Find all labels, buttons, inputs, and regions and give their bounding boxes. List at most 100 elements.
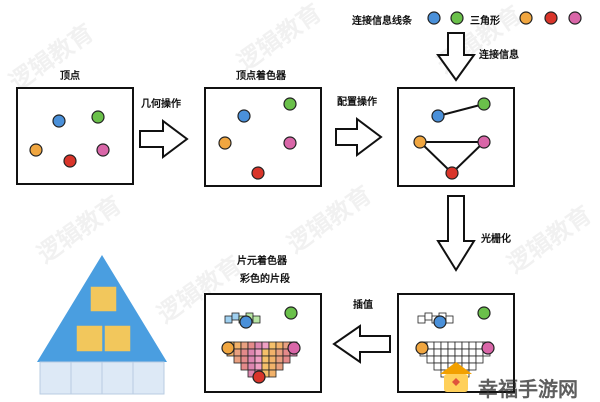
triangle-fragment bbox=[468, 362, 477, 371]
vertex-blue bbox=[431, 109, 445, 123]
vertex-red bbox=[445, 166, 459, 180]
triangle-fragment bbox=[268, 355, 277, 364]
vertex-green bbox=[477, 306, 491, 320]
triangle-fragment bbox=[261, 341, 270, 350]
arrow-left-icon bbox=[332, 324, 391, 364]
vertex-red bbox=[251, 166, 265, 180]
triangle-fragment bbox=[268, 369, 277, 378]
triangle-fragment bbox=[233, 355, 242, 364]
triangle-shape bbox=[417, 141, 487, 175]
triangle-fragment bbox=[461, 355, 470, 364]
triangle-fragment bbox=[247, 362, 256, 371]
pyramid-graphic bbox=[37, 255, 167, 395]
pyramid-block bbox=[103, 324, 132, 353]
line-fragment bbox=[231, 312, 240, 321]
config-op-label: 配置操作 bbox=[337, 97, 377, 108]
triangle-fragment bbox=[475, 355, 484, 364]
triangle-fragment bbox=[247, 348, 256, 357]
arrow-right-icon bbox=[139, 119, 189, 159]
triangle-fragment bbox=[254, 362, 263, 371]
connect-info-label: 连接信息 bbox=[479, 50, 519, 61]
triangle-fragment bbox=[261, 355, 270, 364]
legend-blue bbox=[427, 11, 441, 25]
triangle-fragment bbox=[254, 348, 263, 357]
triangle-fragment bbox=[454, 355, 463, 364]
triangle-fragment bbox=[433, 341, 442, 350]
vertex-pink bbox=[287, 341, 301, 355]
vertex-blue bbox=[52, 114, 66, 128]
triangle-fragment bbox=[240, 362, 249, 371]
line-fragment bbox=[224, 315, 233, 324]
legend-red bbox=[544, 11, 558, 25]
legend-green bbox=[450, 11, 464, 25]
triangle-fragment bbox=[254, 341, 263, 350]
triangle-fragment bbox=[461, 341, 470, 350]
triangle-fragment bbox=[240, 348, 249, 357]
connect-legend-label: 连接信息线条 bbox=[352, 16, 412, 27]
vertex-blue bbox=[433, 315, 447, 329]
arrow-down-icon bbox=[436, 195, 476, 272]
triangle-fragment bbox=[268, 362, 277, 371]
triangle-fragment bbox=[468, 341, 477, 350]
triangle-fragment bbox=[233, 348, 242, 357]
triangle-fragment bbox=[268, 348, 277, 357]
vertex-red bbox=[63, 154, 77, 168]
rasterize-label: 光栅化 bbox=[481, 234, 511, 245]
vertex-green bbox=[284, 306, 298, 320]
line-fragment bbox=[252, 315, 261, 324]
vertex-orange bbox=[415, 341, 429, 355]
vertex-orange bbox=[413, 135, 427, 149]
vertex-pink bbox=[283, 136, 297, 150]
triangle-fragment bbox=[268, 341, 277, 350]
triangle-fragment bbox=[282, 355, 291, 364]
vertex-red bbox=[252, 370, 266, 384]
triangle-fragment bbox=[261, 348, 270, 357]
vertex-green bbox=[283, 97, 297, 111]
vertex-blue bbox=[237, 109, 251, 123]
triangle-legend-label: 三角形 bbox=[470, 16, 500, 27]
colored-fragments-label: 彩色的片段 bbox=[240, 274, 290, 285]
triangle-fragment bbox=[275, 355, 284, 364]
triangle-fragment bbox=[433, 348, 442, 357]
triangle-fragment bbox=[447, 355, 456, 364]
triangle-fragment bbox=[426, 355, 435, 364]
geometry-op-label: 几何操作 bbox=[141, 99, 181, 110]
vertex-shader-title: 顶点着色器 bbox=[236, 71, 286, 82]
vertex-green bbox=[477, 97, 491, 111]
triangle-fragment bbox=[275, 362, 284, 371]
triangle-fragment bbox=[447, 341, 456, 350]
triangle-fragment bbox=[454, 348, 463, 357]
pyramid-block bbox=[89, 285, 118, 313]
connection-line bbox=[437, 103, 485, 117]
fragment-shader-title: 片元着色器 bbox=[237, 256, 287, 267]
triangle-fragment bbox=[468, 348, 477, 357]
line-fragment bbox=[424, 312, 433, 321]
line-fragment bbox=[417, 315, 426, 324]
vertex-blue bbox=[239, 315, 253, 329]
triangle-fragment bbox=[275, 341, 284, 350]
triangle-fragment bbox=[233, 341, 242, 350]
vertices-panel bbox=[16, 87, 134, 185]
triangle-fragment bbox=[275, 348, 284, 357]
triangle-fragment bbox=[461, 348, 470, 357]
triangle-fragment bbox=[447, 348, 456, 357]
triangle-fragment bbox=[468, 355, 477, 364]
vertex-pink bbox=[481, 341, 495, 355]
line-fragment bbox=[445, 315, 454, 324]
triangle-fragment bbox=[240, 355, 249, 364]
interpolate-label: 插值 bbox=[353, 300, 373, 311]
brand-watermark-text: 幸福手游网 bbox=[478, 377, 578, 401]
triangle-fragment bbox=[433, 355, 442, 364]
triangle-fragment bbox=[254, 355, 263, 364]
vertex-orange bbox=[221, 341, 235, 355]
brand-logo-icon bbox=[440, 362, 472, 392]
vertex-green bbox=[91, 110, 105, 124]
vertex-pink bbox=[96, 143, 110, 157]
vertex-orange bbox=[218, 136, 232, 150]
triangle-fragment bbox=[247, 341, 256, 350]
triangle-fragment bbox=[440, 341, 449, 350]
arrow-down-icon bbox=[436, 32, 476, 82]
vertex-pink bbox=[477, 135, 491, 149]
